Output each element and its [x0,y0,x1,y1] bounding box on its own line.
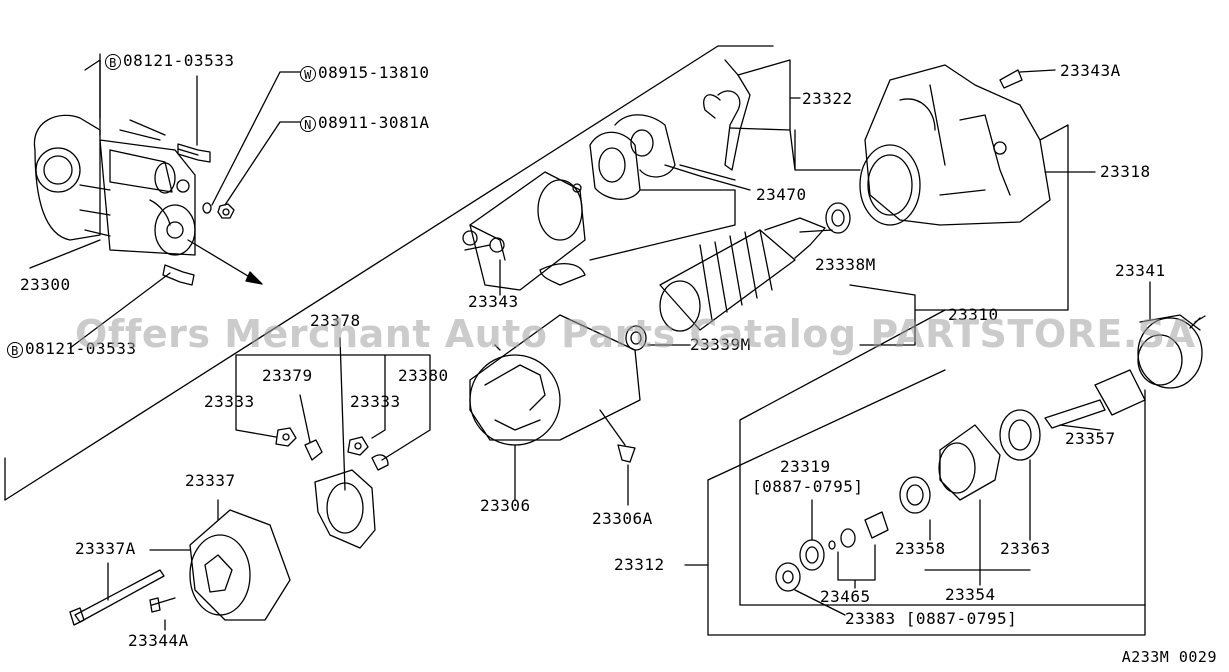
armature-part [659,217,833,332]
label-23383: 23383 [0887-0795] [845,609,1018,628]
label-23322: 23322 [802,89,853,108]
label-23344A: 23344A [128,631,189,650]
pinion-clutch-23354 [938,424,1001,501]
label-23343A: 23343A [1060,61,1121,80]
screw-23306A [617,444,636,463]
shift-lever-part [703,59,751,171]
watermark: Offers Merchant Auto Parts Catalog PARTS… [75,312,1196,356]
label-23338M: 23338M [815,255,876,274]
screw-23344A [149,597,176,613]
nut-icon [217,203,235,219]
part-23358 [899,476,931,514]
label-23300: 23300 [20,275,71,294]
yoke-part [469,314,641,446]
part-23319 [799,539,825,571]
label-23337: 23337 [185,471,236,490]
label-23333a: 23333 [204,392,255,411]
bearing-23338M [825,202,851,234]
part-23363 [999,409,1041,461]
label-23378: 23378 [310,311,361,330]
label-23343: 23343 [468,292,519,311]
part-23333b [347,436,369,456]
subassembly-box [739,309,946,606]
label-23318: 23318 [1100,162,1151,181]
label-23470: 23470 [756,185,807,204]
label-23380: 23380 [398,366,449,385]
bearing-23339M [625,325,647,351]
bolt-b2-icon [162,264,195,286]
solenoid-part [462,171,586,291]
label-23357: 23357 [1065,429,1116,448]
front-housing-part [859,64,1051,226]
diagram-code: A233M 0029 [1121,648,1217,666]
label-23379: 23379 [262,366,313,385]
label-23354: 23354 [945,585,996,604]
shaft-23357 [1044,369,1146,429]
label-23312: 23312 [614,555,665,574]
washer-icon [202,202,212,214]
gasket-part [589,114,676,200]
bolt-b1-icon [177,143,211,163]
part-23383 [775,562,801,592]
separator-line [4,45,719,501]
label-23337A: 23337A [75,539,136,558]
label-23341: 23341 [1115,261,1166,280]
label-23319-range: [0887-0795] [752,477,864,496]
label-23339M: 23339M [690,335,751,354]
label-23358: 23358 [895,539,946,558]
label-23310: 23310 [948,305,999,324]
rear-cover-part [189,509,291,621]
spring-23465 [828,511,889,550]
through-bolt-23337A [69,569,165,626]
part-23333a [275,427,297,447]
label-23363: 23363 [1000,539,1051,558]
label-23333b: 23333 [350,392,401,411]
starter-assembly [33,59,196,256]
part-23380 [371,454,389,471]
label-23306A: 23306A [592,509,653,528]
label-23319: 23319 [780,457,831,476]
direction-arrow [187,239,259,283]
part-23379 [304,439,323,461]
label-23465: 23465 [820,587,871,606]
label-23306: 23306 [480,496,531,515]
